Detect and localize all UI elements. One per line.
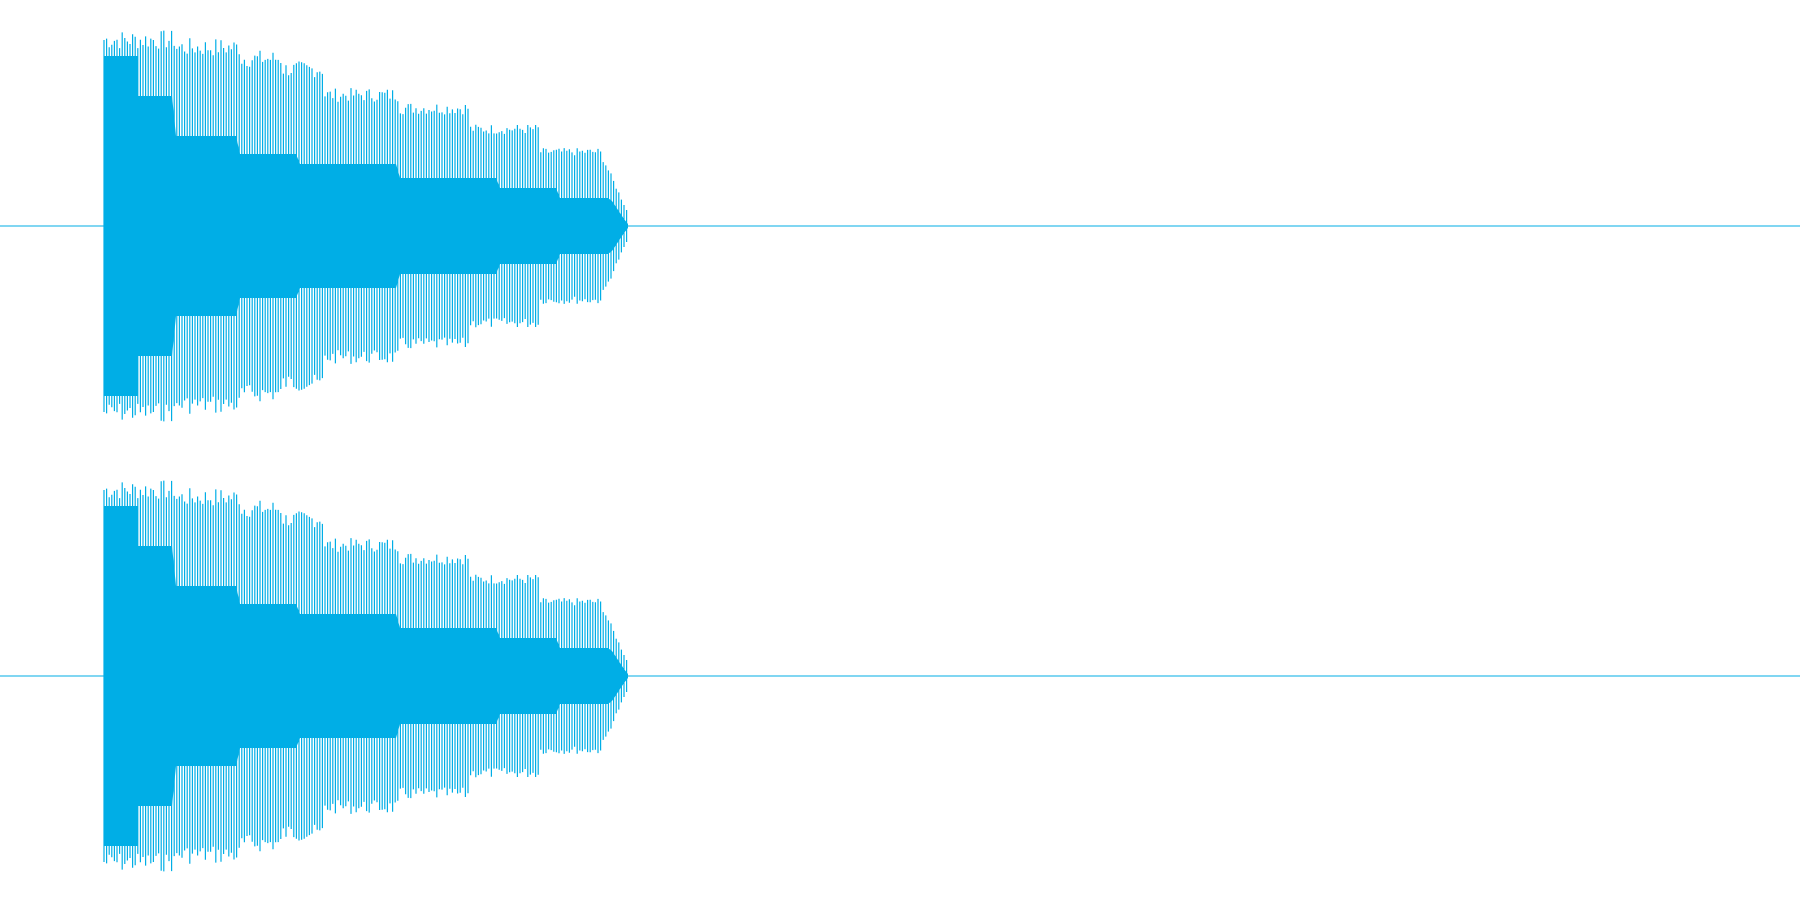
channel-1-waveform-plot <box>0 30 1800 422</box>
channel-2-envelope <box>104 546 628 806</box>
channel-1-envelope <box>104 96 628 356</box>
channel-2-waveform-plot <box>0 480 1800 872</box>
channel-1-waveform <box>0 30 1800 422</box>
channel-2-waveform <box>0 450 1800 900</box>
